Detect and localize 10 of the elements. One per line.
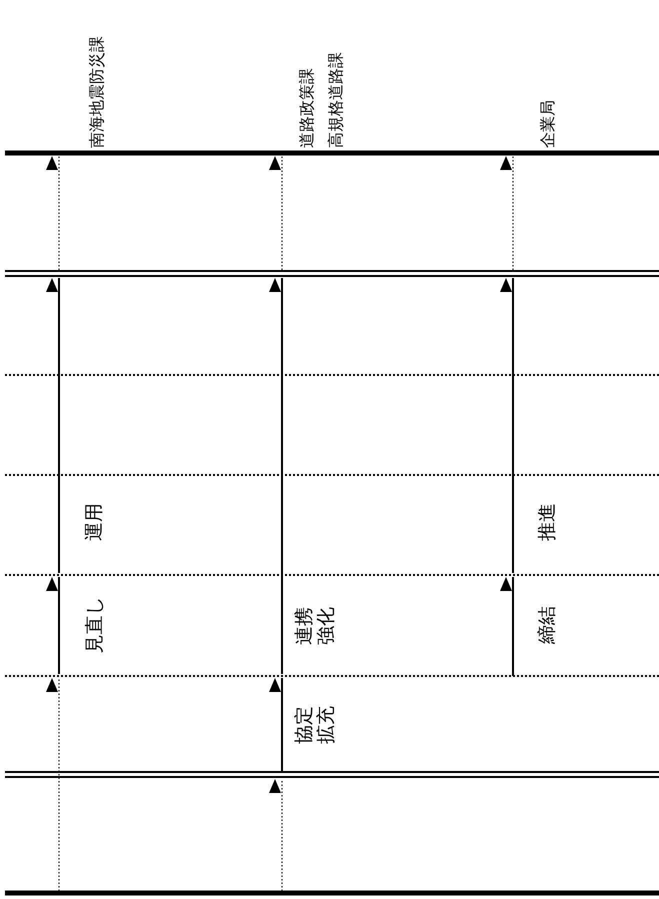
phase-label: 締結 xyxy=(537,606,559,644)
phase-label: 推進 xyxy=(537,502,559,541)
column-heading: 南海地震防災課 xyxy=(88,36,106,148)
phase-label: 連携強化 xyxy=(294,606,338,645)
column-heading: 道路政策課 xyxy=(298,68,316,148)
column-heading: 高規格道路課 xyxy=(326,52,346,148)
phase-label: 協定拡充 xyxy=(294,704,338,744)
phase-label: 見直し xyxy=(84,596,106,654)
column-heading: 企業局 xyxy=(538,100,558,148)
phase-label: 運用 xyxy=(84,502,106,541)
